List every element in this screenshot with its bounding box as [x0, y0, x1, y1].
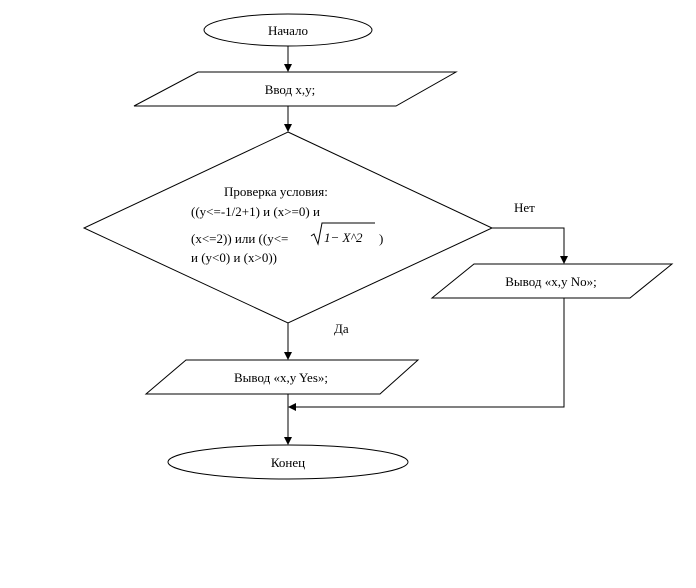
sqrt-expression: 1− X^2	[310, 222, 375, 246]
input-label: Ввод x,y;	[265, 82, 316, 97]
condition-line-3a: (x<=2)) или ((y<=	[191, 231, 288, 246]
condition-line-2: ((y<=-1/2+1) и (x>=0) и	[191, 204, 320, 219]
output-yes-node: Вывод «x,y Yes»;	[144, 359, 420, 395]
arrow-input-to-condition	[284, 106, 292, 132]
output-no-label: Вывод «x,y No»;	[505, 274, 596, 289]
yes-edge-label: Да	[334, 321, 349, 336]
input-parallelogram	[133, 71, 458, 107]
sqrt-argument: 1− X^2	[324, 230, 363, 245]
arrow-start-to-input	[284, 46, 292, 72]
condition-node: Проверка условия: ((y<=-1/2+1) и (x>=0) …	[82, 131, 494, 324]
output-no-parallelogram	[430, 263, 674, 299]
arrow-to-end	[284, 394, 292, 445]
end-label: Конец	[271, 455, 305, 470]
arrow-no-merge	[288, 298, 565, 411]
condition-line-3b: )	[379, 231, 383, 246]
end-node: Конец	[167, 444, 409, 480]
no-edge-label: Нет	[514, 200, 535, 215]
start-node: Начало	[203, 13, 373, 47]
sqrt-symbol	[310, 222, 375, 246]
output-no-node: Вывод «x,y No»;	[430, 263, 674, 299]
arrow-condition-to-yes	[284, 323, 292, 360]
input-node: Ввод x,y;	[133, 71, 458, 107]
condition-diamond	[82, 131, 494, 324]
end-ellipse	[167, 444, 409, 480]
arrow-condition-to-no	[492, 227, 568, 264]
condition-line-1: Проверка условия:	[224, 184, 328, 199]
start-label: Начало	[268, 23, 308, 38]
output-yes-parallelogram	[144, 359, 420, 395]
output-yes-label: Вывод «x,y Yes»;	[234, 370, 328, 385]
condition-line-4: и (y<0) и (x>0))	[191, 250, 277, 265]
